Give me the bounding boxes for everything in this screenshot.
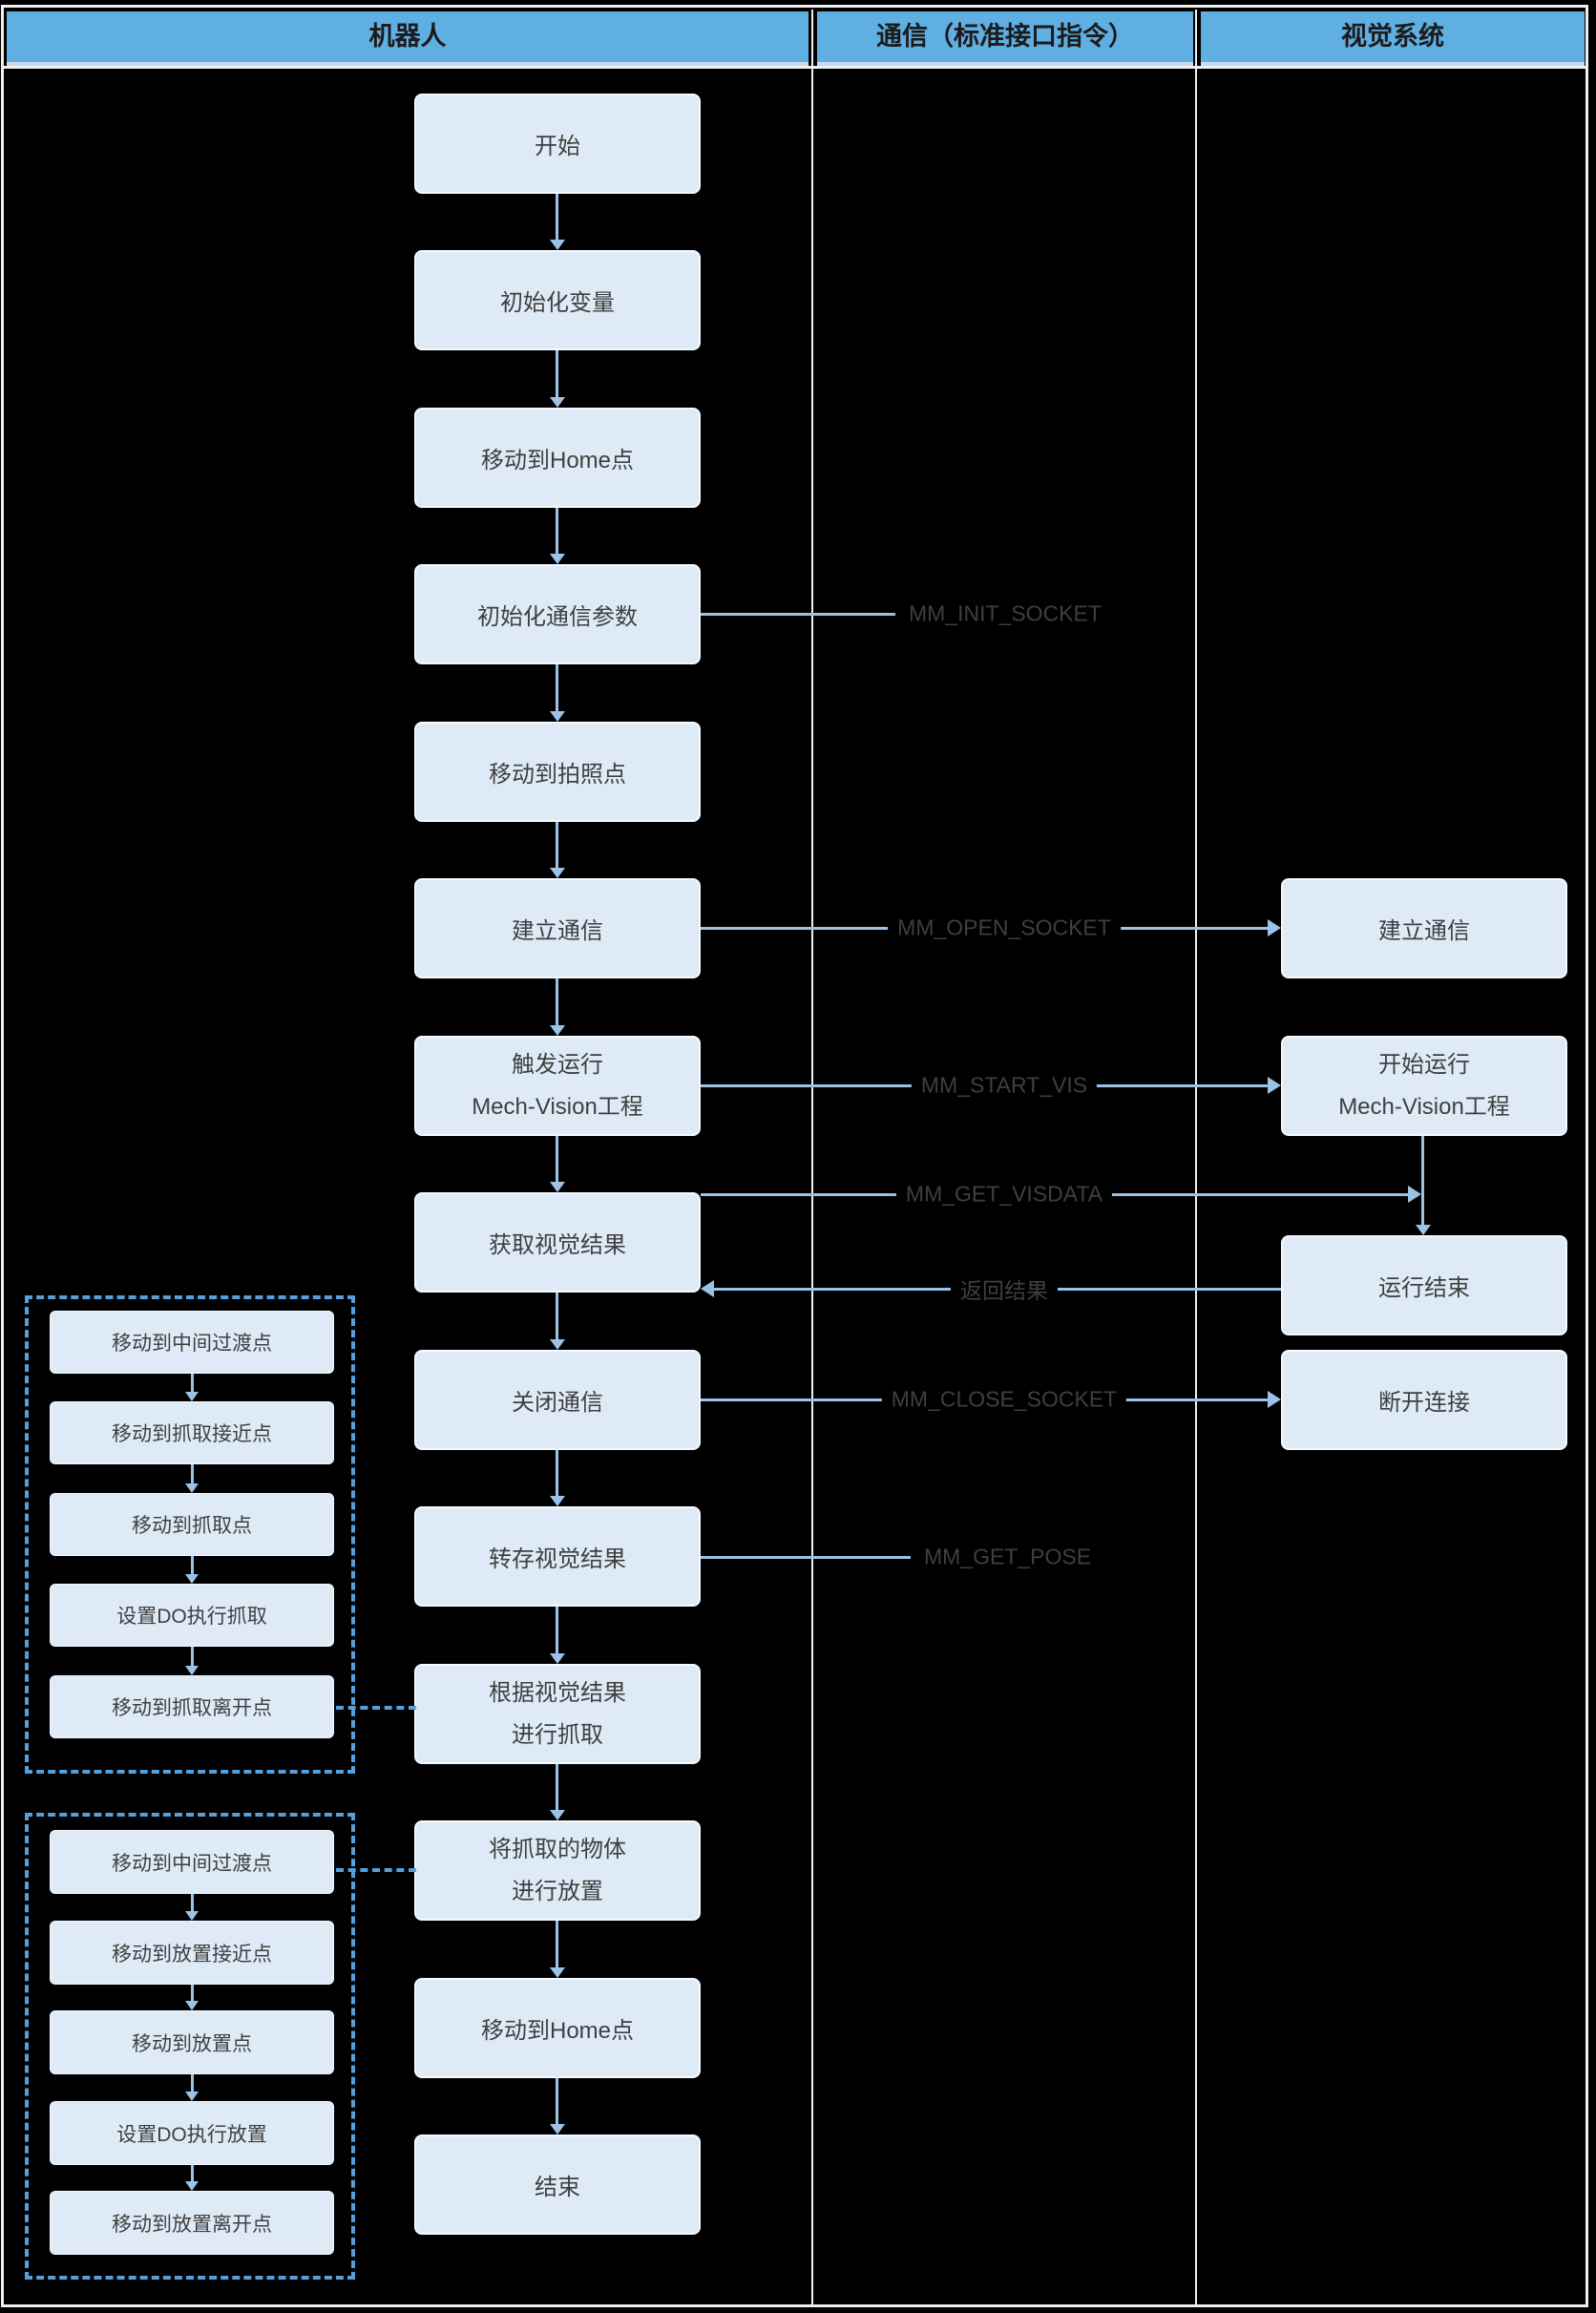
connector-mm-init-socket (701, 613, 895, 616)
message-mm-start-vis: MM_START_VIS (911, 1072, 1098, 1099)
flow-step-line: 将抓取的物体 (489, 1836, 626, 1862)
flow-step-close-comm: 关闭通信 (414, 1350, 701, 1450)
flow-step-save-vision-result: 转存视觉结果 (414, 1506, 701, 1607)
message-mm-close-socket: MM_CLOSE_SOCKET (881, 1386, 1127, 1413)
group-arrow-down (185, 2165, 199, 2191)
flow-step-end: 结束 (414, 2134, 701, 2235)
lane-divider-2 (1195, 10, 1197, 2305)
vision-step-disconnect: 断开连接 (1281, 1350, 1567, 1450)
dashed-connector-place (336, 1868, 416, 1872)
flow-arrow-down (550, 1764, 565, 1820)
message-return-result: 返回结果 (951, 1272, 1058, 1305)
group-arrow-down (185, 1556, 199, 1584)
lane-divider-1 (811, 10, 813, 2305)
flow-step-open-comm: 建立通信 (414, 878, 701, 978)
vision-step-open-comm: 建立通信 (1281, 878, 1567, 978)
flow-step-move-home-2: 移动到Home点 (414, 1978, 701, 2078)
arrowhead-right-icon (1268, 1391, 1281, 1408)
swimlane-header-robot: 机器人 (7, 11, 808, 66)
grab-step-move-leave-point: 移动到抓取离开点 (50, 1675, 334, 1738)
arrowhead-right-icon (1268, 919, 1281, 936)
vision-step-run-mech-vision: 开始运行 Mech-Vision工程 (1281, 1036, 1567, 1136)
flow-step-move-capture-point: 移动到拍照点 (414, 722, 701, 822)
flow-step-line: Mech-Vision工程 (472, 1093, 643, 1120)
grab-step-move-grab-point: 移动到抓取点 (50, 1493, 334, 1556)
group-arrow-down (185, 2074, 199, 2101)
flow-arrow-down (550, 664, 565, 722)
flow-arrow-down (550, 508, 565, 564)
place-sequence-group (25, 1813, 355, 2280)
flow-step-get-vision-result: 获取视觉结果 (414, 1192, 701, 1293)
flow-arrow-down (550, 822, 565, 878)
swimlane-header-comm: 通信（标准接口指令） (817, 11, 1193, 66)
flow-step-line: 进行抓取 (512, 1721, 603, 1748)
flow-arrow-down (550, 1293, 565, 1350)
vision-arrow-down (1416, 1136, 1431, 1235)
vision-step-run-finished: 运行结束 (1281, 1235, 1567, 1335)
flow-arrow-down (550, 1921, 565, 1978)
flow-step-line: 触发运行 (512, 1051, 603, 1078)
grab-sequence-group (25, 1295, 355, 1774)
flow-arrow-down (550, 1607, 565, 1664)
swimlane-header-vision: 视觉系统 (1201, 11, 1585, 66)
flow-arrow-down (550, 1450, 565, 1506)
flow-step-place-object: 将抓取的物体 进行放置 (414, 1820, 701, 1921)
grab-step-move-approach: 移动到抓取接近点 (50, 1401, 334, 1464)
flow-step-line: 根据视觉结果 (489, 1679, 626, 1706)
grab-step-move-mid-point: 移动到中间过渡点 (50, 1311, 334, 1374)
flow-step-init-comm-params: 初始化通信参数 (414, 564, 701, 664)
flow-step-line: 进行放置 (512, 1878, 603, 1904)
flow-arrow-down (550, 1136, 565, 1192)
flow-step-move-home: 移动到Home点 (414, 408, 701, 508)
vision-step-line: 开始运行 (1378, 1051, 1470, 1078)
group-arrow-down (185, 1374, 199, 1401)
place-step-set-do-place: 设置DO执行放置 (50, 2101, 334, 2165)
arrowhead-right-icon (1268, 1077, 1281, 1094)
flow-arrow-down (550, 350, 565, 408)
flow-step-trigger-mech-vision: 触发运行 Mech-Vision工程 (414, 1036, 701, 1136)
dashed-connector-grab (336, 1706, 416, 1710)
flow-step-start: 开始 (414, 94, 701, 194)
group-arrow-down (185, 1894, 199, 1921)
place-step-move-approach: 移动到放置接近点 (50, 1921, 334, 1985)
group-arrow-down (185, 1985, 199, 2010)
arrowhead-right-icon (1408, 1186, 1421, 1203)
connector-mm-get-pose (701, 1556, 911, 1559)
flow-arrow-down (550, 2078, 565, 2134)
group-arrow-down (185, 1647, 199, 1675)
place-step-move-place-point: 移动到放置点 (50, 2010, 334, 2074)
place-step-move-mid-point: 移动到中间过渡点 (50, 1830, 334, 1894)
message-mm-init-socket: MM_INIT_SOCKET (899, 600, 1111, 627)
message-mm-get-pose: MM_GET_POSE (914, 1544, 1102, 1570)
diagram-frame (1, 5, 1588, 2307)
flow-arrow-down (550, 978, 565, 1036)
arrowhead-left-icon (701, 1280, 714, 1297)
header-underline (4, 66, 1586, 69)
flow-step-pick-by-vision: 根据视觉结果 进行抓取 (414, 1664, 701, 1764)
flow-arrow-down (550, 194, 565, 250)
vision-step-line: Mech-Vision工程 (1338, 1093, 1510, 1120)
grab-step-set-do-grab: 设置DO执行抓取 (50, 1584, 334, 1647)
flow-step-init-variables: 初始化变量 (414, 250, 701, 350)
message-mm-open-socket: MM_OPEN_SOCKET (888, 915, 1121, 941)
place-step-move-leave-point: 移动到放置离开点 (50, 2191, 334, 2255)
message-mm-get-visdata: MM_GET_VISDATA (895, 1181, 1113, 1208)
group-arrow-down (185, 1464, 199, 1493)
